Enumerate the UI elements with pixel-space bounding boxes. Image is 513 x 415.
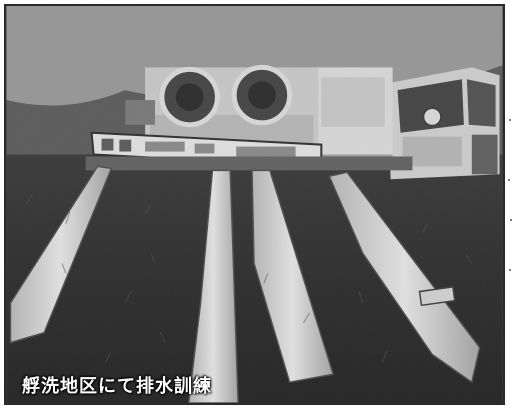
edge-specks [508, 119, 512, 271]
photo [4, 4, 505, 405]
photo-caption: 艀洗地区にて排水訓練 [22, 376, 212, 397]
photo-scene [6, 6, 503, 403]
photo-grain [6, 6, 503, 403]
